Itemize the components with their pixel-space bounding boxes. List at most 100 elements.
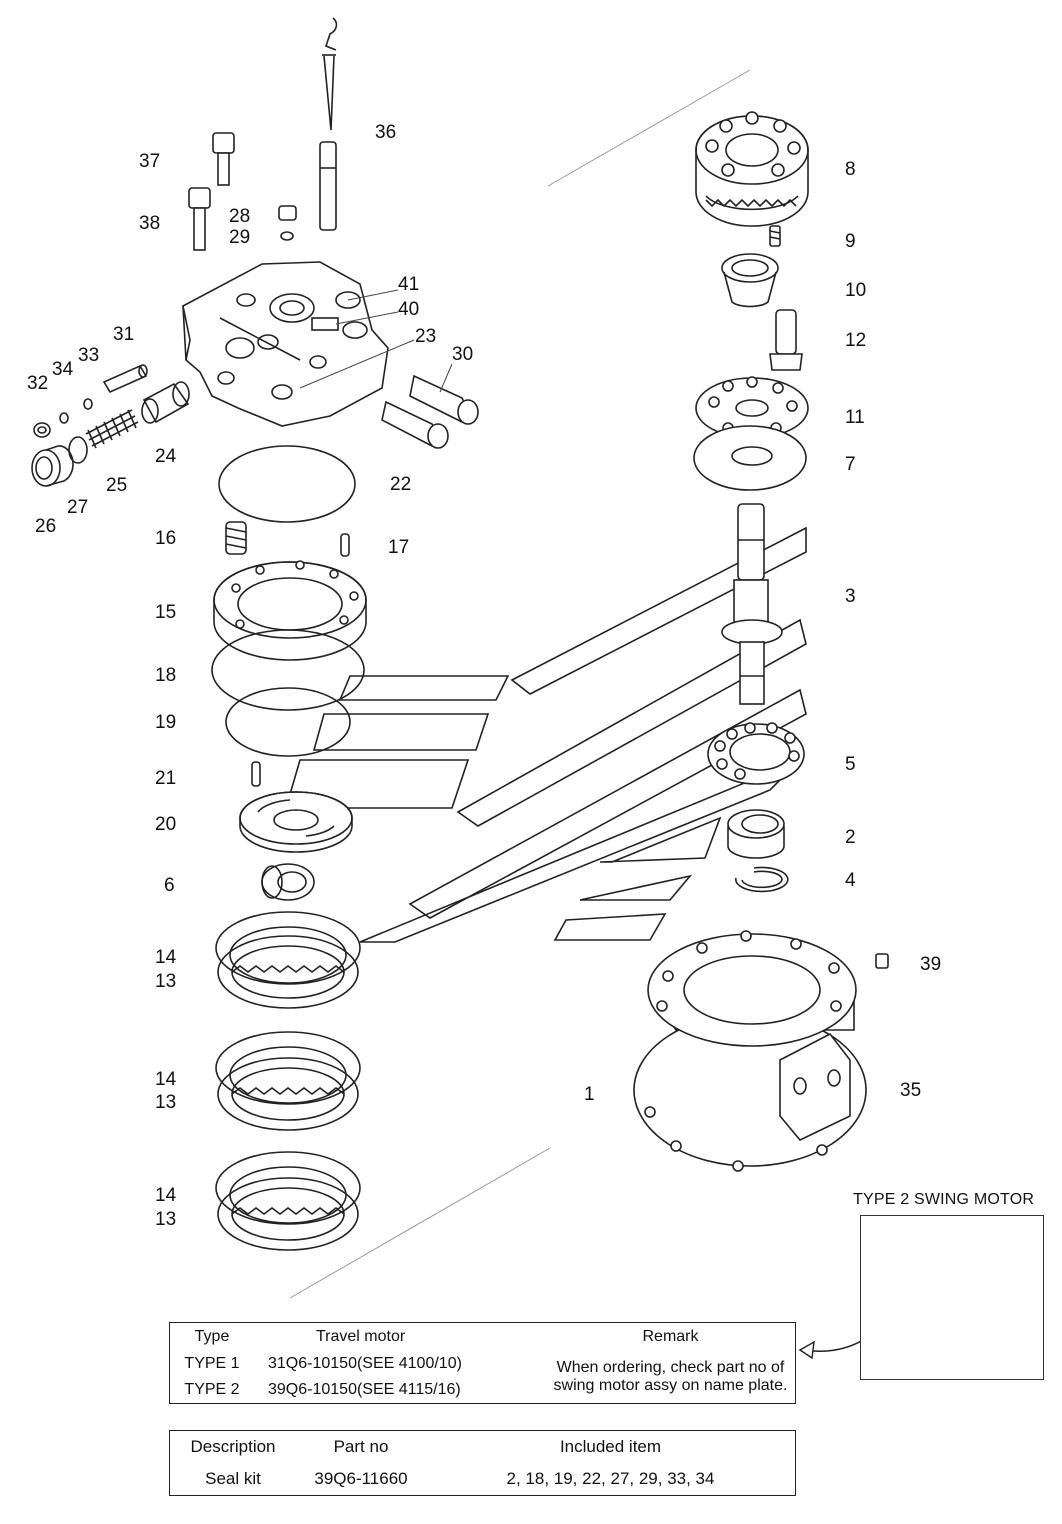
header-part-no: Part no <box>333 1437 389 1456</box>
label-34: 34 <box>52 359 74 380</box>
kit-description: Seal kit <box>205 1469 261 1488</box>
label-22: 22 <box>390 474 411 495</box>
type2-image-frame <box>860 1215 1044 1380</box>
part-3-drive-shaft <box>721 503 783 705</box>
seal-kit-table: Description Part no Included item Seal k… <box>169 1430 796 1496</box>
part-34-o-ring <box>59 412 69 424</box>
part-35-block <box>779 1032 851 1141</box>
label-6: 6 <box>164 875 175 896</box>
kit-part-no: 39Q6-11660 <box>314 1469 408 1488</box>
part-25-spring <box>85 409 139 449</box>
label-35: 35 <box>900 1080 921 1101</box>
part-7-shoe-plate <box>693 425 807 491</box>
label-7: 7 <box>845 454 856 475</box>
label-18: 18 <box>155 665 176 686</box>
label-5: 5 <box>845 754 856 775</box>
valve-cover-body <box>182 261 389 427</box>
label-41: 41 <box>398 274 419 295</box>
part-38-bolt <box>188 187 211 251</box>
label-29: 29 <box>229 227 250 248</box>
part-8-cylinder-block <box>695 111 809 227</box>
header-remark: Remark <box>642 1327 699 1345</box>
label-26: 26 <box>35 516 56 537</box>
label-11: 11 <box>845 407 865 428</box>
label-31: 31 <box>113 324 134 345</box>
label-37: 37 <box>139 151 160 172</box>
label-4: 4 <box>845 870 856 891</box>
part-37-bolt <box>212 132 235 186</box>
label-36: 36 <box>375 122 396 143</box>
part-5-roller-bearing <box>707 722 805 785</box>
part-9-spring <box>769 225 781 247</box>
kit-included-items: 2, 18, 19, 22, 27, 29, 33, 34 <box>506 1469 715 1488</box>
part-2-bushing <box>727 809 785 859</box>
part-18-o-ring <box>211 629 365 711</box>
watermark-logo <box>284 526 807 943</box>
part-24-sleeve <box>141 381 190 424</box>
label-13c: 13 <box>155 1209 176 1230</box>
part-29-o-ring <box>280 231 294 241</box>
arrow-head <box>798 1340 815 1360</box>
label-25: 25 <box>106 475 127 496</box>
label-13a: 13 <box>155 971 176 992</box>
part-23-check-valve <box>381 400 449 449</box>
part-17-pin <box>340 533 350 557</box>
label-16: 16 <box>155 528 176 549</box>
remark-line2: swing motor assy on name plate. <box>553 1377 788 1395</box>
remark-line1: When ordering, check part no of <box>556 1359 785 1377</box>
label-38: 38 <box>139 213 160 234</box>
row2-motor: 39Q6-10150(SEE 4115/16) <box>268 1381 461 1399</box>
part-30-check-valve <box>409 374 479 425</box>
row2-type: TYPE 2 <box>184 1381 240 1399</box>
part-15-brake-piston <box>213 560 367 661</box>
label-27: 27 <box>67 497 88 518</box>
part-19-o-ring <box>225 687 351 757</box>
label-10: 10 <box>845 280 866 301</box>
part-14-13-friction-plates-1 <box>215 911 361 1009</box>
part-33-o-ring <box>83 398 93 410</box>
type-table: Type Travel motor Remark TYPE 1 31Q6-101… <box>169 1322 796 1404</box>
leader-lines <box>299 289 453 393</box>
header-description: Description <box>190 1437 276 1456</box>
label-9: 9 <box>845 231 856 252</box>
part-21-pin <box>251 761 261 787</box>
part-27-o-ring <box>68 436 88 464</box>
part-12-piston <box>769 309 803 371</box>
label-14b: 14 <box>155 1069 177 1090</box>
part-10-ball-guide <box>721 253 779 308</box>
label-32: 32 <box>27 373 48 394</box>
label-13b: 13 <box>155 1092 176 1113</box>
label-28: 28 <box>229 206 250 227</box>
part-4-snap-ring <box>735 866 789 893</box>
part-16-spring <box>225 521 247 555</box>
row1-motor: 31Q6-10150(SEE 4100/10) <box>268 1355 462 1372</box>
label-3: 3 <box>845 586 856 607</box>
label-8: 8 <box>845 159 856 180</box>
label-14a: 14 <box>155 947 177 968</box>
part-22-o-ring <box>218 445 356 523</box>
header-type: Type <box>194 1327 230 1345</box>
label-23: 23 <box>415 326 436 347</box>
label-39: 39 <box>920 954 941 975</box>
type2-caption: TYPE 2 SWING MOTOR <box>853 1191 1035 1208</box>
part-36-dipstick <box>319 17 338 231</box>
label-19: 19 <box>155 712 176 733</box>
header-travel-motor: Travel motor <box>316 1327 406 1345</box>
label-33: 33 <box>78 345 99 366</box>
part-14-13-friction-plates-2 <box>215 1031 361 1131</box>
label-30: 30 <box>452 344 473 365</box>
part-39-plug <box>875 953 889 969</box>
label-24: 24 <box>155 446 177 467</box>
label-12: 12 <box>845 330 866 351</box>
part-6-bearing <box>261 863 315 901</box>
label-2: 2 <box>845 827 856 848</box>
part-26-plug <box>31 445 74 487</box>
part-14-13-friction-plates-3 <box>215 1151 361 1251</box>
part-20-valve-plate <box>239 791 353 853</box>
part-31-pin <box>102 364 148 394</box>
row1-type: TYPE 1 <box>184 1355 240 1372</box>
label-20: 20 <box>155 814 176 835</box>
label-21: 21 <box>155 768 176 789</box>
part-number-labels: 1 2 3 4 5 6 7 8 9 10 11 12 13 13 13 14 1… <box>27 122 941 1230</box>
